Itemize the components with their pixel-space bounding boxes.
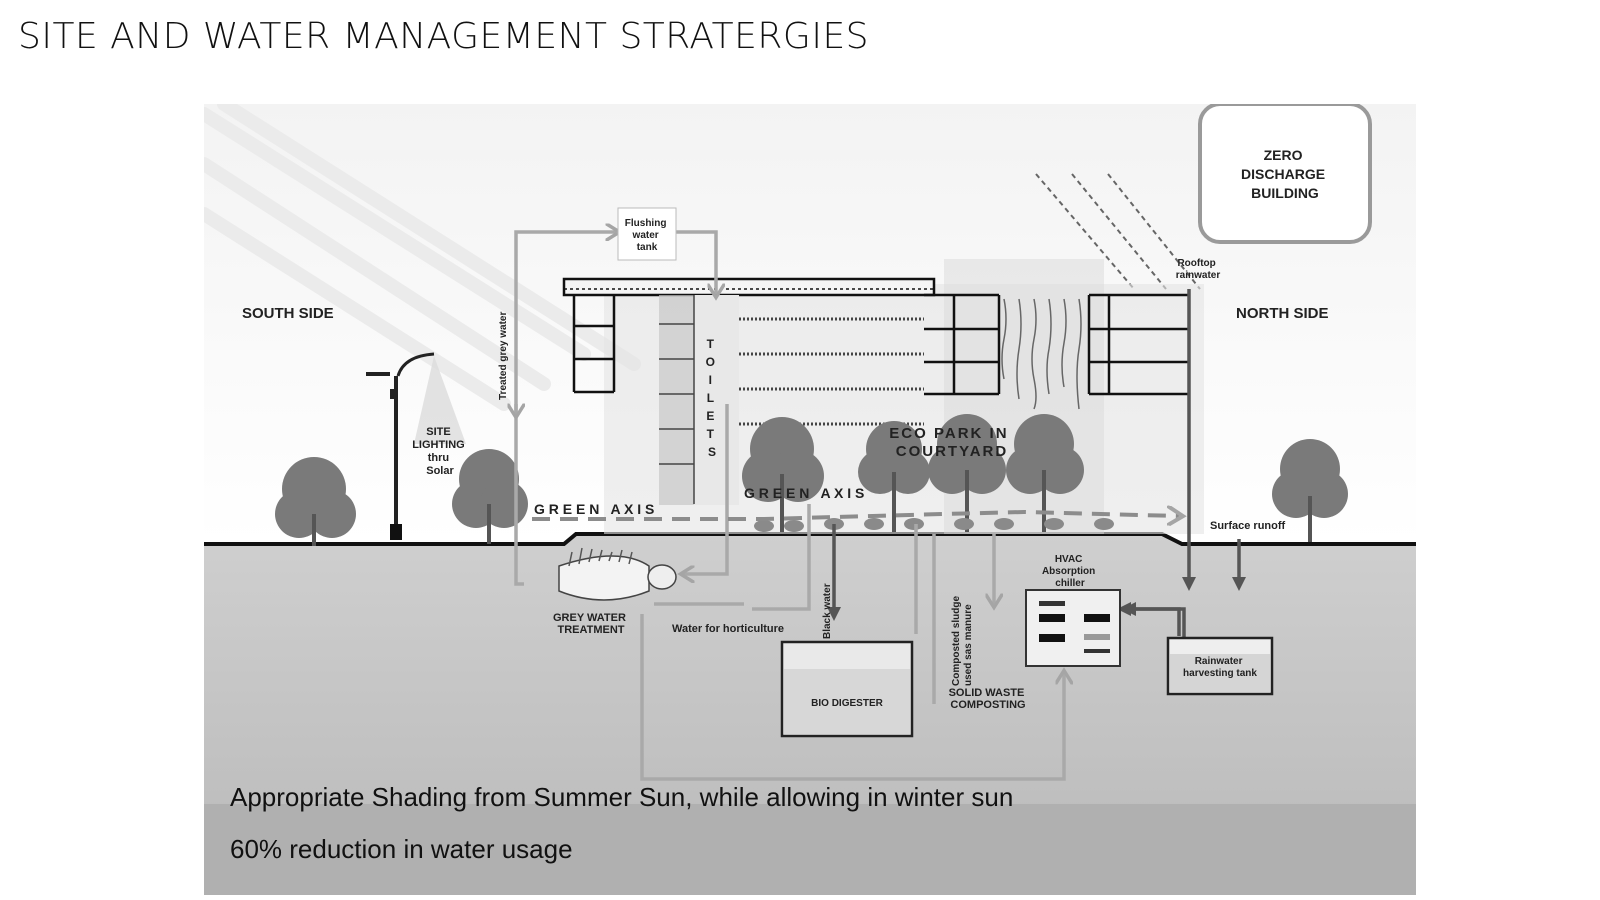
north-side-label: NORTH SIDE (1236, 305, 1329, 322)
stair-lines (659, 295, 695, 504)
treated-grey-water-label: Treated grey water (498, 312, 509, 400)
surface-runoff-label: Surface runoff (1210, 520, 1286, 532)
hanging-vegetation (1001, 298, 1082, 410)
zero-discharge-box (1198, 104, 1372, 244)
flushing-tank-box (617, 207, 677, 261)
grey-water-treatment-unit (558, 547, 677, 601)
caption-water-reduction: 60% reduction in water usage (230, 834, 573, 864)
rain-rays (1035, 173, 1201, 290)
building-right-block (1087, 293, 1191, 396)
trees (275, 414, 1348, 546)
tree-3 (742, 417, 824, 532)
site-lighting-text: SITE LIGHTING thru Solar (412, 426, 468, 477)
hvac-text: HVAC Absorption chiller (1042, 554, 1098, 589)
green-axis-path (532, 512, 1179, 519)
tree-1 (275, 457, 356, 546)
hvac-feed-arrow (1122, 602, 1186, 639)
rainwater-tank-text: Rainwater harvesting tank (1183, 656, 1257, 679)
south-side-label: SOUTH SIDE (242, 305, 334, 322)
green-axis-label-mid: G R E E N A X I S (744, 485, 864, 501)
zero-discharge-text: ZERO DISCHARGE BUILDING (1241, 147, 1329, 201)
flushing-tank-text: Flushing water tank (625, 218, 669, 253)
site-water-diagram: ZERO DISCHARGE BUILDING (204, 104, 1416, 895)
tree-6 (1006, 414, 1084, 532)
ground-deep-band (204, 804, 1416, 895)
water-flow-arrows (516, 232, 1064, 781)
green-axis-label-left: G R E E N A X I S (534, 501, 654, 517)
building-middle-block (924, 293, 1001, 396)
slide-title: SITE AND WATER MANAGEMENT STRATERGIES (18, 16, 870, 57)
solid-waste-text: SOLID WASTE COMPOSTING (949, 687, 1028, 711)
tree-2 (452, 449, 528, 544)
tree-7 (1272, 439, 1348, 542)
black-water-label: Black water (822, 583, 833, 639)
composted-sludge-text: Composted sludge used sas manure (951, 593, 974, 686)
toilets-label: T O I L E T S (706, 337, 719, 459)
bio-digester-label: BIO DIGESTER (811, 698, 883, 709)
tree-5 (928, 414, 1006, 532)
solar-street-light (366, 352, 466, 540)
eco-park-text: ECO PARK IN COURTYARD (889, 425, 1014, 460)
stair-core (694, 295, 739, 505)
caption-shading: Appropriate Shading from Summer Sun, whi… (230, 782, 1013, 812)
rainwater-tank-fill (1170, 654, 1270, 692)
floor-slabs (739, 317, 924, 426)
hvac-internals (1039, 601, 1110, 653)
tree-4 (858, 421, 930, 532)
rooftop-rainwater-text: Rooftop rainwater (1176, 258, 1221, 281)
toilets-core (659, 295, 694, 505)
water-for-horticulture-label: Water for horticulture (672, 623, 784, 635)
sun-rays (204, 104, 641, 411)
building-left-block (562, 277, 936, 394)
bio-digester-fill (784, 669, 910, 734)
grey-water-treatment-text: GREY WATER TREATMENT (553, 612, 629, 636)
shrubs (754, 518, 1114, 532)
